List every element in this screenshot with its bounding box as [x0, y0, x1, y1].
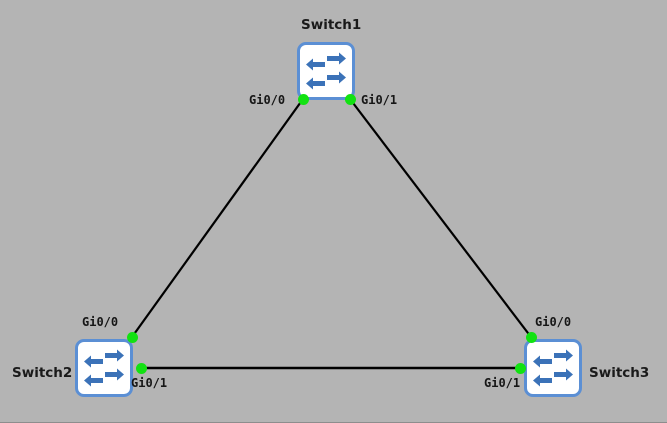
port-label-switch1-gi0-0: Gi0/0 [249, 93, 286, 107]
port-label-switch3-gi0-0: Gi0/0 [535, 315, 572, 329]
port-dot-switch2-gi0-0[interactable] [126, 331, 138, 343]
cisco-switch-icon [84, 349, 124, 387]
port-dot-switch1-gi0-0[interactable] [297, 93, 309, 105]
link-switch1-switch2[interactable] [131, 98, 304, 338]
port-dot-switch1-gi0-1[interactable] [344, 93, 356, 105]
port-label-switch2-gi0-0: Gi0/0 [82, 315, 119, 329]
device-label-switch2: Switch2 [12, 365, 73, 381]
device-label-switch3: Switch3 [589, 365, 650, 381]
cisco-switch-icon [306, 52, 346, 90]
port-dot-switch3-gi0-0[interactable] [525, 331, 537, 343]
port-label-switch1-gi0-1: Gi0/1 [361, 93, 398, 107]
device-switch1[interactable] [297, 42, 355, 100]
link-switch1-switch3[interactable] [349, 98, 532, 338]
port-label-switch3-gi0-1: Gi0/1 [484, 376, 521, 390]
device-label-switch1: Switch1 [301, 17, 362, 33]
device-switch3[interactable] [524, 339, 582, 397]
port-dot-switch3-gi0-1[interactable] [514, 362, 526, 374]
cisco-switch-icon [533, 349, 573, 387]
port-dot-switch2-gi0-1[interactable] [135, 362, 147, 374]
device-switch2[interactable] [75, 339, 133, 397]
port-label-switch2-gi0-1: Gi0/1 [131, 376, 168, 390]
